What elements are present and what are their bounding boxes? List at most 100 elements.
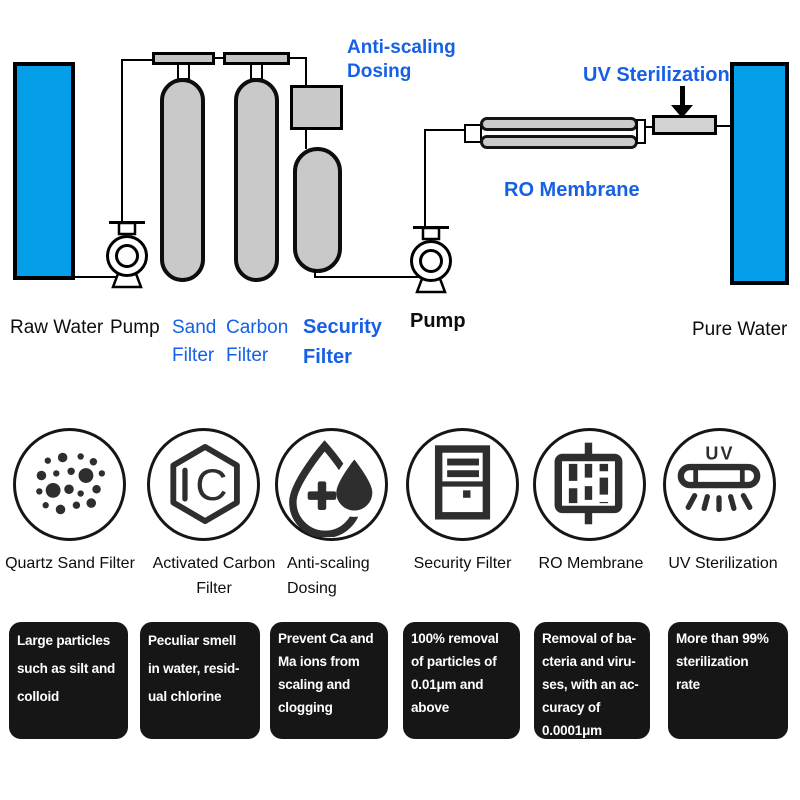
stage-circle-quartz-sand: [13, 428, 126, 541]
stage-caption-uv-sterilization: UV Sterilization: [658, 551, 788, 576]
pipe: [645, 126, 655, 128]
stage-description-panel: Large particles such as silt and colloid: [9, 622, 128, 739]
desc-line: rate: [676, 677, 700, 692]
stage-circle-security-filter: [406, 428, 519, 541]
label-pure-water: Pure Water: [692, 319, 788, 340]
ro-membrane-icon: [554, 442, 623, 525]
uv-sterilizer-box: [652, 115, 717, 135]
desc-line: sterilization: [676, 654, 749, 669]
caption-line: Dosing: [287, 580, 337, 597]
activated-carbon-filter-icon: C: [170, 443, 240, 525]
down-arrow-icon: [680, 86, 685, 107]
ro-bracket: [464, 124, 482, 143]
pipe: [215, 57, 223, 59]
stage-caption-security-filter: Security Filter: [400, 551, 525, 576]
label-sand-filter: Sand Filter: [172, 314, 216, 370]
carbon-filter-vessel: [234, 78, 279, 282]
stage-description-panel: More than 99% sterilization rate: [668, 622, 788, 739]
desc-line: 0.01μm and: [411, 677, 484, 692]
label-line: Sand: [172, 317, 217, 338]
desc-line: clogging: [278, 700, 333, 715]
caption-line: Quartz Sand Filter: [5, 555, 135, 572]
desc-line: scaling and: [278, 677, 351, 692]
caption-line: Filter: [196, 580, 232, 597]
desc-line: Removal of ba-: [542, 631, 636, 646]
sand-filter-vessel: [160, 78, 205, 282]
label-line: Filter: [226, 345, 269, 366]
stage-caption-activated-carbon: Activated Carbon Filter: [144, 551, 284, 601]
carbon-letter: C: [195, 461, 227, 510]
label-pump-right: Pump: [410, 310, 466, 332]
label-anti-scaling-dosing: Anti-scaling Dosing: [347, 36, 456, 84]
label-line: Dosing: [347, 61, 412, 82]
desc-line: 0.0001μm: [542, 723, 602, 738]
raw-water-tank: [13, 62, 75, 280]
pipe: [314, 276, 426, 278]
desc-line: ses, with an ac-: [542, 677, 639, 692]
stage-caption-ro-membrane: RO Membrane: [531, 551, 651, 576]
label-carbon-filter: Carbon Filter: [226, 314, 288, 370]
security-filter-vessel: [293, 147, 342, 273]
desc-line: cteria and viru-: [542, 654, 636, 669]
stage-description-panel: Peculiar smell in water, resid- ual chlo…: [140, 622, 260, 739]
desc-line: above: [411, 700, 450, 715]
label-ro-membrane: RO Membrane: [504, 179, 640, 201]
stage-circle-ro-membrane: [533, 428, 646, 541]
ro-membrane-tube: [480, 135, 638, 149]
desc-line: 100% removal: [411, 631, 499, 646]
stage-circle-anti-scaling: [275, 428, 388, 541]
pipe: [305, 129, 307, 149]
security-filter-icon: [434, 445, 491, 520]
ro-bracket: [636, 119, 646, 144]
stage-circle-activated-carbon: C: [147, 428, 260, 541]
pipe: [75, 276, 116, 278]
desc-line: Ma ions from: [278, 654, 360, 669]
desc-line: Peculiar smell: [148, 633, 237, 648]
uv-letters: UV: [705, 444, 734, 464]
desc-line: colloid: [17, 689, 60, 704]
stage-circle-uv-sterilization: UV: [663, 428, 776, 541]
label-raw-water: Raw Water: [10, 317, 104, 338]
label-uv-sterilization: UV Sterilization: [583, 64, 730, 86]
caption-line: UV Sterilization: [668, 555, 778, 572]
quartz-sand-filter-icon: [36, 452, 106, 515]
uv-sterilization-icon: UV: [677, 444, 761, 513]
caption-line: RO Membrane: [538, 555, 644, 572]
desc-line: in water, resid-: [148, 661, 240, 676]
ro-membrane-tube: [480, 117, 638, 131]
pipe: [121, 59, 123, 223]
pipe: [424, 129, 466, 131]
desc-line: More than 99%: [676, 631, 769, 646]
anti-scaling-dosing-icon: [289, 440, 379, 537]
label-pump-left: Pump: [110, 317, 160, 338]
caption-line: Anti-scaling: [287, 555, 370, 572]
desc-line: Prevent Ca and: [278, 631, 374, 646]
pump-symbol-left: [106, 221, 148, 289]
pure-water-tank: [730, 62, 789, 285]
pipe: [121, 59, 153, 61]
stage-caption-quartz-sand: Quartz Sand Filter: [0, 551, 140, 576]
desc-line: Large particles: [17, 633, 111, 648]
desc-line: of particles of: [411, 654, 497, 669]
stage-caption-anti-scaling: Anti-scaling Dosing: [287, 551, 397, 601]
down-arrow-icon: [671, 105, 693, 118]
label-line: Filter: [303, 346, 352, 368]
label-line: Security: [303, 316, 382, 338]
dosing-box: [290, 85, 343, 130]
label-line: Filter: [172, 345, 215, 366]
stage-description-panel: 100% removal of particles of 0.01μm and …: [403, 622, 520, 739]
desc-line: such as silt and: [17, 661, 116, 676]
pipe: [305, 57, 307, 86]
label-line: Anti-scaling: [347, 37, 456, 58]
desc-line: curacy of: [542, 700, 601, 715]
pipe: [288, 57, 307, 59]
desc-line: ual chlorine: [148, 689, 222, 704]
stage-description-panel: Prevent Ca and Ma ions from scaling and …: [270, 622, 388, 739]
pipe: [424, 129, 426, 228]
pipe: [716, 125, 732, 127]
label-security-filter: Security Filter: [303, 312, 382, 372]
caption-line: Security Filter: [413, 555, 512, 572]
label-line: Carbon: [226, 317, 289, 338]
pipe: [314, 270, 316, 278]
